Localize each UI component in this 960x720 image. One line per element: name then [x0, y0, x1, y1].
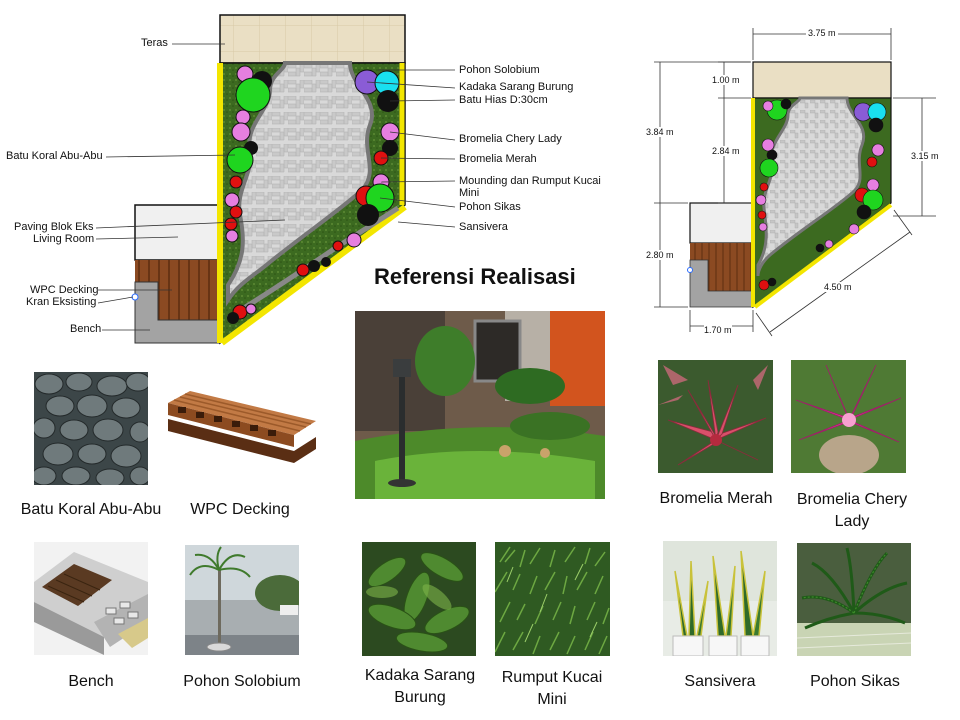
dim-teras-depth: 1.00 m — [712, 75, 740, 85]
label-teras: Teras — [141, 37, 168, 49]
label-batu-hias: Batu Hias D:30cm — [459, 94, 548, 106]
garden-reference-photo — [355, 311, 605, 499]
caption-bromelia-chery: Bromelia Chery Lady — [796, 491, 908, 530]
caption-sikas: Pohon Sikas — [810, 673, 900, 690]
sansivera-photo — [663, 541, 777, 656]
site-plan — [95, 14, 456, 346]
pohon-sikas-photo — [797, 543, 911, 656]
label-wpc-decking: WPC Decking — [30, 284, 99, 296]
label-sansivera: Sansivera — [459, 221, 508, 233]
dim-lower-depth: 2.80 m — [646, 250, 674, 260]
caption-solobium: Pohon Solobium — [183, 673, 301, 690]
label-bench: Bench — [70, 323, 102, 335]
paving-path — [226, 61, 374, 307]
label-batu-koral: Batu Koral Abu-Abu — [6, 150, 103, 162]
dim-top-width: 3.75 m — [806, 28, 838, 38]
dim-right-depth: 3.15 m — [911, 151, 939, 161]
wpc-decking-photo — [168, 385, 318, 465]
bench-photo — [34, 542, 148, 655]
batu-koral-photo — [34, 372, 148, 485]
plan-label-list: Teras Batu Koral Abu-Abu Paving Blok Eks… — [0, 0, 620, 360]
plant-markers — [224, 65, 400, 324]
rumput-kucai-photo — [495, 542, 610, 656]
bromelia-merah-photo — [658, 360, 773, 473]
dim-bottom-width: 1.70 m — [704, 325, 732, 335]
label-mounding: Mounding dan Rumput Kucai Mini — [459, 175, 601, 199]
label-living-room: Living Room — [33, 233, 95, 245]
caption-sansivera: Sansivera — [684, 673, 756, 690]
pohon-solobium-photo — [185, 545, 299, 655]
label-bromelia-merah: Bromelia Merah — [459, 153, 537, 165]
living-room-area — [134, 204, 221, 261]
bromelia-chery-photo — [791, 360, 906, 473]
kadaka-photo — [362, 542, 476, 656]
caption-kadaka: Kadaka Sarang Burung — [364, 667, 476, 706]
label-pohon-sikas: Pohon Sikas — [459, 201, 521, 213]
caption-rumput: Rumput Kucai Mini — [501, 669, 603, 708]
dimension-label-list: 3.75 m 1.00 m 3.84 m 2.84 m 3.15 m 2.80 … — [640, 20, 960, 340]
dimension-plan — [654, 28, 936, 337]
dim-diagonal: 4.50 m — [824, 282, 852, 292]
dim-left-total: 3.84 m — [646, 127, 674, 137]
caption-batu-koral: Batu Koral Abu-Abu — [20, 501, 162, 518]
teras-area — [219, 14, 406, 64]
section-title: Referensi Realisasi — [374, 264, 576, 289]
caption-bromelia-merah: Bromelia Merah — [659, 490, 773, 507]
caption-bench: Bench — [68, 673, 114, 690]
label-paving-blok: Paving Blok Eks — [14, 221, 94, 233]
label-kadaka: Kadaka Sarang Burung — [459, 81, 574, 93]
dim-garden-depth: 2.84 m — [712, 146, 740, 156]
label-kran: Kran Eksisting — [26, 296, 97, 308]
label-pohon-solobium: Pohon Solobium — [459, 64, 540, 76]
caption-wpc: WPC Decking — [190, 501, 290, 518]
label-bromelia-chery: Bromelia Chery Lady — [459, 133, 562, 145]
